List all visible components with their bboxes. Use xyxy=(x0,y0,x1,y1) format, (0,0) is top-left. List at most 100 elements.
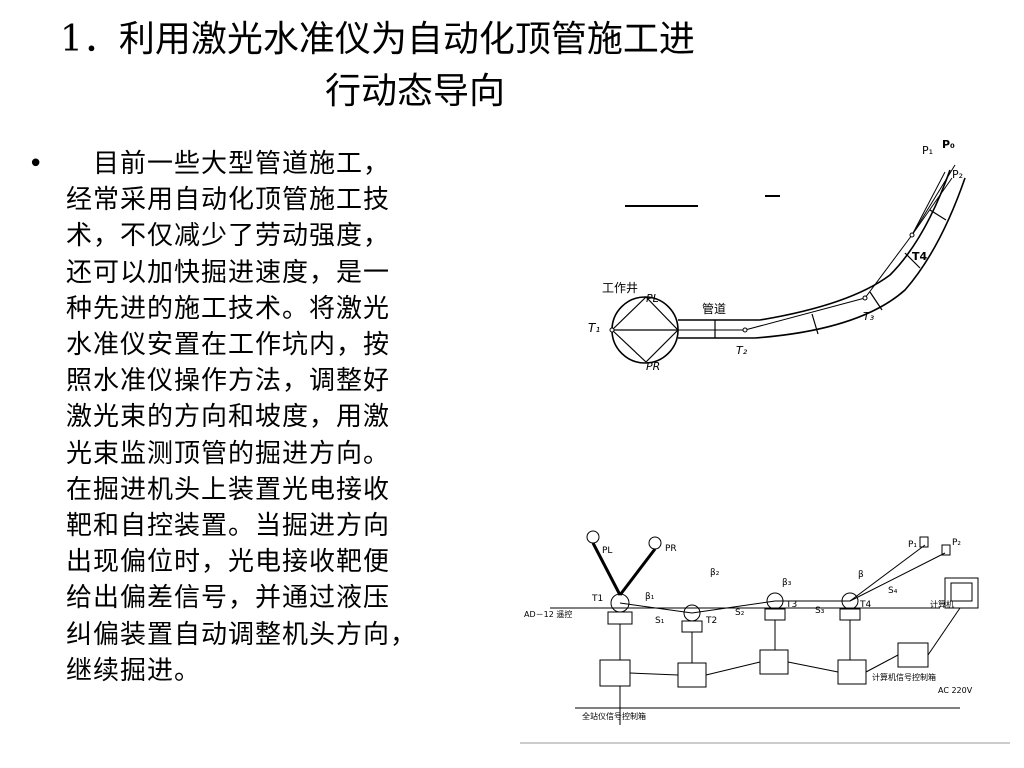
laser-line xyxy=(645,329,679,363)
label-T4: T4 xyxy=(859,600,871,610)
title-line-2: 行动态导向 xyxy=(325,71,506,112)
control-system-svg: PL PR P₁ P₂ T1 T2 T3 T4 S₁ S₂ S₃ S₄ β₁ β… xyxy=(520,530,1010,744)
label-T1: T₁ xyxy=(588,321,600,335)
computer-monitor xyxy=(944,577,979,609)
target-P1 xyxy=(919,536,929,548)
label-S2: S₂ xyxy=(735,608,745,618)
body-line: 术，不仅减少了劳动强度， xyxy=(66,221,391,252)
pipe-wall-curve xyxy=(759,169,951,321)
point-T1 xyxy=(609,327,615,333)
label-T4: T4 xyxy=(912,250,928,263)
body-line: 在掘进机头上装置光电接收 xyxy=(66,474,391,505)
laser-line xyxy=(611,296,647,331)
control-box xyxy=(677,662,707,688)
label-T3: T3 xyxy=(785,600,797,610)
body-line: 纠偏装置自动调整机头方向， xyxy=(66,619,418,650)
pipe-joint xyxy=(811,313,819,335)
label-T2: T₂ xyxy=(736,344,748,357)
target-PL xyxy=(586,530,600,544)
station-T1 xyxy=(607,593,633,625)
computer-screen xyxy=(950,582,973,602)
label-beta1: β₁ xyxy=(645,592,655,602)
label-S3: S₃ xyxy=(815,606,825,616)
body-line: 经常采用自动化顶管施工技 xyxy=(66,185,391,216)
label-T3: T₃ xyxy=(863,310,875,323)
pipe-joint xyxy=(904,252,921,269)
pipe-joint xyxy=(929,209,947,221)
body-line: 目前一些大型管道施工， xyxy=(66,149,391,179)
control-box xyxy=(897,642,929,668)
body-line: 继续掘进。 xyxy=(66,655,202,686)
point-T2 xyxy=(742,327,748,333)
wire xyxy=(865,654,899,673)
label-PL: PL xyxy=(646,292,659,305)
label-PR: PR xyxy=(646,360,660,373)
laser-line xyxy=(645,296,679,331)
wire xyxy=(787,661,839,673)
traverse-line xyxy=(691,600,776,614)
label-beta2: β₂ xyxy=(710,568,720,578)
wire xyxy=(927,607,961,656)
label-P1: P₁ xyxy=(922,144,933,157)
label-T2: T2 xyxy=(705,616,717,626)
body-line: 激光束的方向和坡度，用激 xyxy=(66,402,391,433)
traverse-line xyxy=(911,164,956,236)
traverse-line xyxy=(849,552,946,602)
target-PR xyxy=(648,536,662,550)
label-work-pit: 工作井 xyxy=(602,281,638,295)
label-P2: P₂ xyxy=(952,538,961,548)
point-T4 xyxy=(909,232,915,238)
body-line: 水准仪安置在工作坑内，按 xyxy=(66,330,391,361)
target-P2 xyxy=(941,544,951,556)
body-line: 出现偏位时，光电接收靶便 xyxy=(66,547,391,578)
slide-title: 1．利用激光水准仪为自动化顶管施工进 行动态导向 xyxy=(60,14,860,118)
label-S1: S₁ xyxy=(655,616,665,626)
station-T3 xyxy=(764,592,786,621)
label-PR: PR xyxy=(665,544,677,554)
wire xyxy=(629,672,679,676)
label-station-ctrl: 全站仪信号控制箱 xyxy=(582,711,646,721)
label-beta3: β₃ xyxy=(782,578,792,588)
body-line: 靶和自控装置。当掘进方向 xyxy=(66,511,391,542)
label-P1: P₁ xyxy=(908,540,917,550)
bullet-marker: • xyxy=(28,149,44,179)
traverse-line xyxy=(911,177,953,236)
control-box xyxy=(599,659,631,687)
label-computer: 计算机 xyxy=(930,599,954,609)
label-ac: AC 220V xyxy=(938,686,973,695)
label-T1: T1 xyxy=(591,594,603,604)
traverse-line xyxy=(849,544,926,602)
traverse-line xyxy=(744,297,866,331)
point-T3 xyxy=(862,295,868,301)
body-line: 还可以加快掘进速度，是一 xyxy=(66,257,391,288)
pipe-joint xyxy=(869,291,883,311)
control-box xyxy=(837,659,867,685)
label-computer-ctrl: 计算机信号控制箱 xyxy=(872,672,936,682)
label-pipe: 管道 xyxy=(702,301,726,316)
station-T2 xyxy=(681,604,703,633)
title-line-1: 1．利用激光水准仪为自动化顶管施工进 xyxy=(60,19,695,60)
traverse-line xyxy=(619,602,693,614)
pipe-guidance-svg: 工作井 PL PR T₁ 管道 T₂ T₃ T4 P₁ P₀ P₂ xyxy=(588,138,966,373)
body-line: 照水准仪操作方法，调整好 xyxy=(66,366,391,397)
traverse-line xyxy=(911,171,946,236)
laser-line xyxy=(611,329,647,363)
label-P0: P₀ xyxy=(942,138,955,151)
label-beta: β xyxy=(858,570,864,580)
traverse-line xyxy=(864,234,913,299)
pipe-wall-curve xyxy=(754,177,966,339)
sight-line xyxy=(591,542,622,596)
wire xyxy=(705,661,761,676)
label-ad-remote: AD－12 遥控 xyxy=(524,609,572,619)
body-paragraph: 目前一些大型管道施工， 经常采用自动化顶管施工技 术，不仅减少了劳动强度， 还可… xyxy=(66,146,496,689)
body-line: 光束监测顶管的掘进方向。 xyxy=(66,438,391,469)
sight-line xyxy=(618,548,657,596)
label-PL: PL xyxy=(602,546,612,556)
label-P2: P₂ xyxy=(952,168,963,181)
label-S4: S₄ xyxy=(888,586,898,596)
pipe-guidance-diagram: 工作井 PL PR T₁ 管道 T₂ T₃ T4 P₁ P₀ P₂ xyxy=(580,130,990,385)
body-line: 给出偏差信号，并通过液压 xyxy=(66,583,391,614)
control-system-schematic: PL PR P₁ P₂ T1 T2 T3 T4 S₁ S₂ S₃ S₄ β₁ β… xyxy=(520,515,1010,745)
body-line: 种先进的施工技术。将激光 xyxy=(66,293,391,324)
control-box xyxy=(759,649,789,675)
